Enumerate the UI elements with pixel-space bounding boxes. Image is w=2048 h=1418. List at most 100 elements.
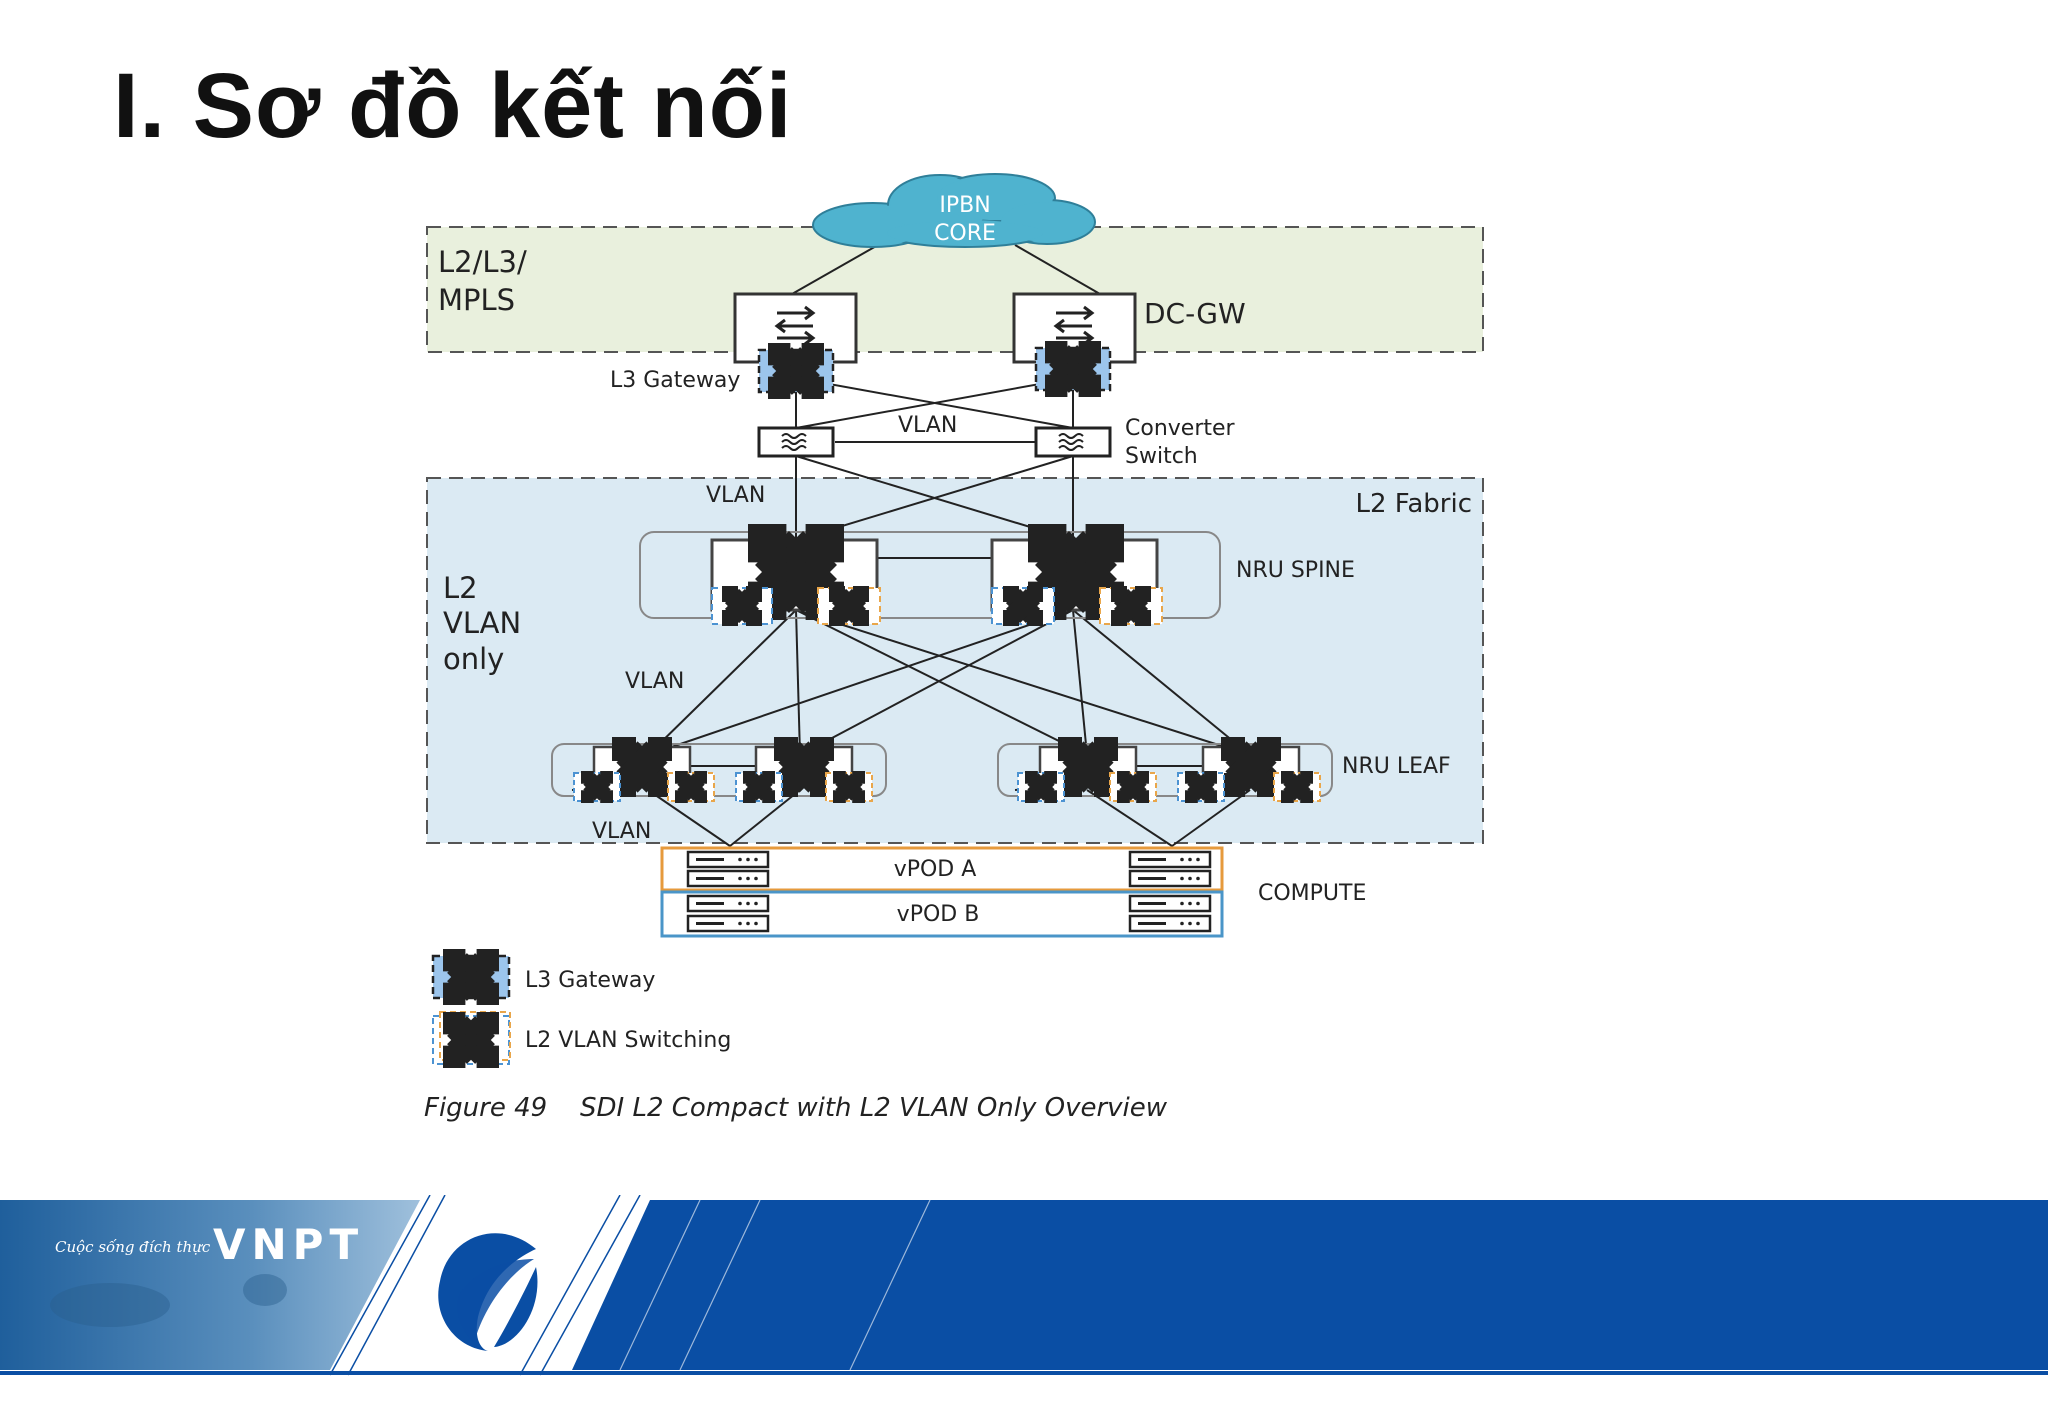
wave-icon <box>1058 433 1084 451</box>
converter-switch-right <box>1034 426 1112 458</box>
server-bay <box>696 877 724 880</box>
router-icon <box>1054 305 1094 346</box>
server-bay <box>1138 902 1166 905</box>
ipbn-core-cloud: IPBN CORE <box>812 173 1096 248</box>
footer-swoosh-lines <box>329 1195 641 1376</box>
vlan-label-spine-leaf: VLAN <box>625 669 684 694</box>
connection-lines <box>571 244 1251 847</box>
server-unit <box>1128 914 1212 933</box>
switch-icon <box>1013 596 1033 616</box>
server-led <box>738 857 742 862</box>
l3-gateway-box-right <box>1034 348 1112 390</box>
switch-icon <box>1052 548 1100 596</box>
switch-icon <box>839 596 859 616</box>
server-unit <box>686 914 770 933</box>
switch-icon <box>732 596 752 616</box>
switch-icon <box>1289 779 1305 795</box>
server-unit <box>686 850 770 869</box>
switch-icon <box>683 779 699 795</box>
switch-icon <box>1121 596 1141 616</box>
server-led <box>1188 921 1192 926</box>
server-led <box>754 901 758 906</box>
server-bay <box>1138 858 1166 861</box>
eye-image <box>243 1274 287 1306</box>
switch-icon <box>772 548 820 596</box>
server-unit <box>686 894 770 913</box>
fabric-zone-label-line1: L2 <box>443 571 478 605</box>
switch-icon <box>627 752 657 782</box>
converter-switch-label-line2: Switch <box>1125 444 1198 469</box>
server-led <box>1188 901 1192 906</box>
switch-icon <box>751 779 767 795</box>
nru-leaf-label: NRU LEAF <box>1342 754 1451 779</box>
fabric-zone-label-line3: only <box>443 642 504 676</box>
footer-photo-panel <box>0 1200 420 1370</box>
switch-icon <box>841 779 857 795</box>
server-led <box>746 901 750 906</box>
server-unit <box>1128 894 1212 913</box>
server-unit <box>1128 869 1212 888</box>
cloud-label-line2: CORE <box>934 221 996 246</box>
server-unit <box>1128 850 1212 869</box>
server-led <box>738 876 742 881</box>
converter-switch-label-line1: Converter <box>1125 416 1236 441</box>
l2-fabric-label: L2 Fabric <box>1355 489 1472 519</box>
server-stacks <box>686 850 1212 933</box>
server-led <box>1180 857 1184 862</box>
server-led <box>738 921 742 926</box>
zone-top-label-line2: MPLS <box>438 283 515 317</box>
server-led <box>1188 876 1192 881</box>
footer-band: Cuộc sống đích thực VNPT <box>0 1195 2048 1376</box>
switch-icon <box>1033 779 1049 795</box>
eye-image <box>50 1283 170 1327</box>
dc-gw-label: DC-GW <box>1144 297 1246 330</box>
switch-icon <box>1125 779 1141 795</box>
server-bay <box>1138 877 1166 880</box>
switch-icon <box>1193 779 1209 795</box>
footer-blue-band <box>572 1200 2048 1370</box>
footer-slogan: Cuộc sống đích thực <box>55 1238 211 1256</box>
vlan-label-compute: VLAN <box>592 819 651 844</box>
server-led <box>1180 901 1184 906</box>
wave-icon <box>781 433 807 451</box>
router-icon <box>775 305 815 346</box>
switch-icon <box>457 963 485 991</box>
zone-top-label-line1: L2/L3/ <box>438 245 527 279</box>
nru-spine-group <box>639 531 1221 619</box>
vnpt-logo-icon <box>436 1225 540 1351</box>
switch-icon <box>782 357 810 385</box>
server-led <box>1188 857 1192 862</box>
server-bay <box>696 922 724 925</box>
compute-label: COMPUTE <box>1258 881 1366 906</box>
cloud-label-line1: IPBN <box>939 193 990 218</box>
server-bay <box>696 858 724 861</box>
network-diagram: IPBN CORE <box>424 173 1484 1123</box>
server-led <box>754 921 758 926</box>
vlan-label-converter: VLAN <box>898 413 957 438</box>
legend-l2-vlan-switching-swatch <box>432 1011 511 1064</box>
leaf-switch-4 <box>1177 747 1321 801</box>
converter-switch-left <box>757 426 835 458</box>
slide-title: I. Sơ đồ kết nối <box>113 55 793 157</box>
legend-l3-gateway-label: L3 Gateway <box>525 968 655 993</box>
vpod-a-label: vPOD A <box>894 857 977 882</box>
server-led <box>1180 876 1184 881</box>
server-led <box>1180 921 1184 926</box>
server-led <box>1196 921 1200 926</box>
switch-icon <box>789 752 819 782</box>
server-led <box>1196 901 1200 906</box>
l3-gateway-box-left <box>757 350 835 392</box>
nru-leaf-group-right <box>997 743 1333 797</box>
spine-switch-right <box>990 540 1163 624</box>
footer-brand: VNPT <box>213 1220 364 1269</box>
figure-number: Figure 49 <box>424 1093 547 1123</box>
leaf-switch-1 <box>573 747 715 801</box>
server-bay <box>1138 922 1166 925</box>
leaf-switch-3 <box>1017 747 1157 801</box>
server-led <box>738 901 742 906</box>
vlan-label-fabric-top: VLAN <box>706 483 765 508</box>
switch-icon <box>1073 752 1103 782</box>
legend-l3-gateway-swatch <box>431 956 511 998</box>
server-led <box>746 921 750 926</box>
legend: L3 Gateway L2 VLAN Switching <box>431 956 731 1064</box>
